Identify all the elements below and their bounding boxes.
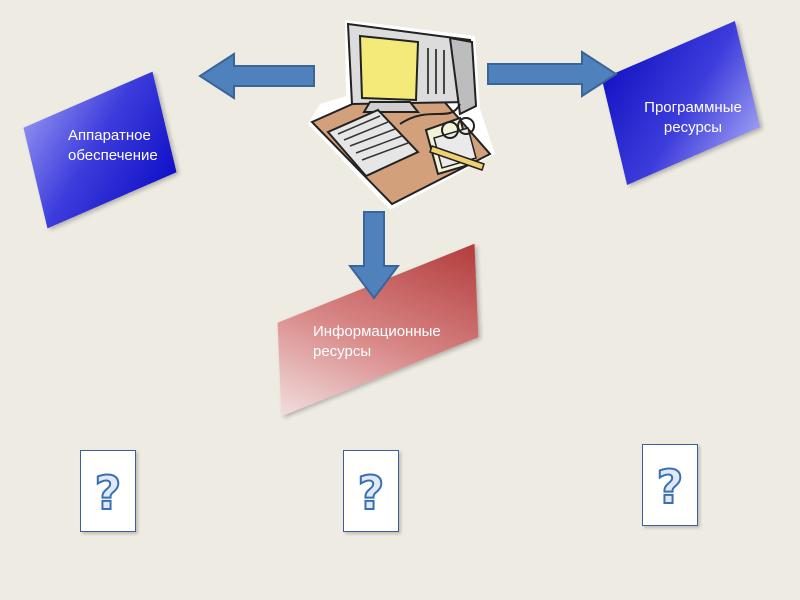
question-mark: ?: [358, 466, 385, 520]
hardware-label: Аппаратное обеспечение: [68, 126, 158, 166]
information-label-line-2: ресурсы: [313, 343, 372, 360]
information-label: Информационные ресурсы: [313, 322, 441, 362]
question-mark: ?: [657, 460, 684, 514]
hardware-label-line-2: обеспечение: [68, 147, 158, 164]
information-label-line-1: Информационные: [313, 323, 441, 340]
question-mark: ?: [95, 466, 122, 520]
software-label-line-1: Программные: [644, 99, 742, 116]
question-icon: ?: [357, 465, 386, 521]
question-icon: ?: [656, 459, 685, 515]
question-card-3: ?: [642, 444, 698, 526]
question-card-1: ?: [80, 450, 136, 532]
computer-desk-icon: [308, 20, 495, 210]
arrow-right: [487, 50, 618, 98]
question-card-2: ?: [343, 450, 399, 532]
software-label-line-2: ресурсы: [663, 119, 723, 136]
software-label: Программные ресурсы: [628, 98, 758, 138]
arrow-left: [198, 52, 315, 100]
hardware-label-line-1: Аппаратное: [68, 127, 151, 144]
arrow-down: [348, 211, 400, 300]
question-icon: ?: [94, 465, 123, 521]
